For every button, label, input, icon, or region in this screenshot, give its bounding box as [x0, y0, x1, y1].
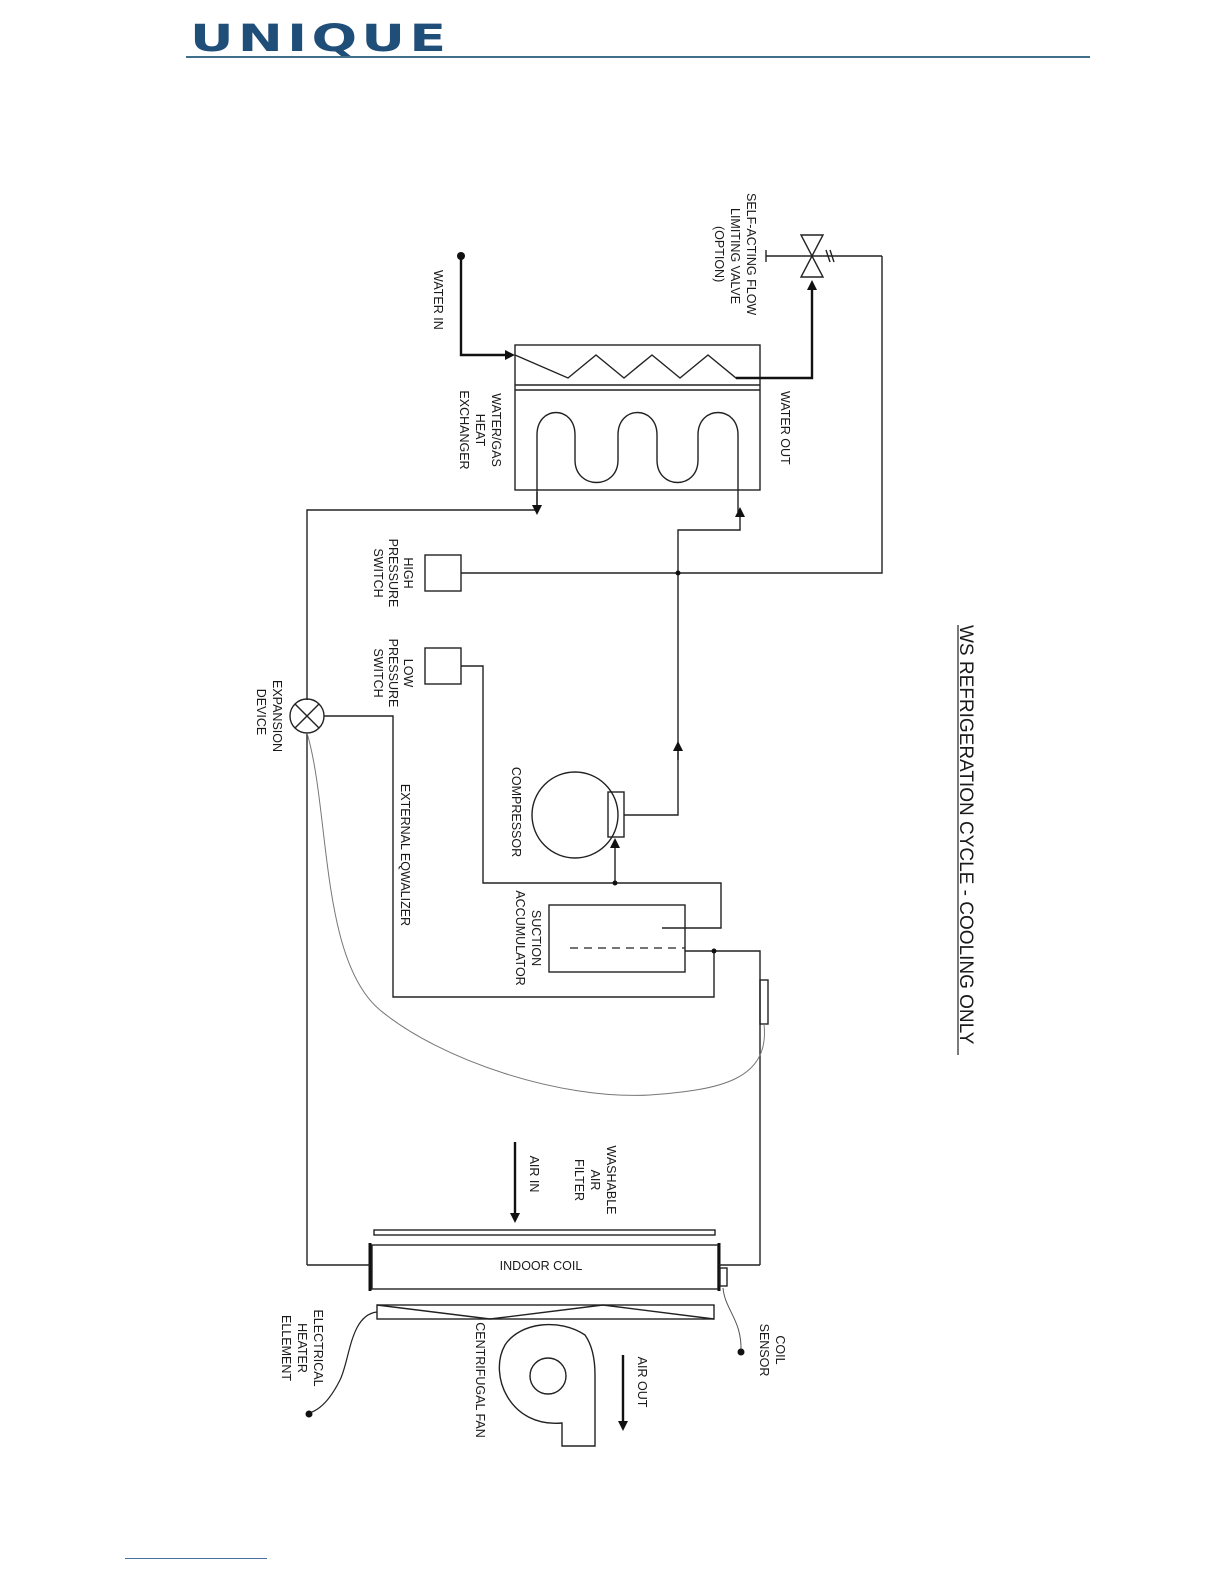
header-rule	[186, 56, 1090, 58]
external-equalizer-line	[324, 715, 715, 998]
svg-text:HEAT: HEAT	[473, 414, 487, 447]
suction-accumulator	[548, 904, 686, 973]
suction-node	[612, 880, 618, 886]
svg-text:SWITCH: SWITCH	[371, 548, 385, 597]
centrifugal-fan-label: CENTRIFUGAL FAN	[473, 1322, 487, 1438]
svg-text:PRESSURE: PRESSURE	[386, 639, 400, 708]
water-in-pipe	[459, 256, 515, 360]
centrifugal-fan-icon	[498, 1323, 596, 1447]
heater-label: ELECTRICAL HEATER ELLEMENT	[279, 1309, 325, 1386]
coil-sensor-icon	[719, 1267, 728, 1287]
svg-text:EXPANSION: EXPANSION	[270, 680, 284, 752]
heat-exchanger-label: WATER/GAS HEAT EXCHANGER	[457, 390, 503, 469]
air-in-label: AIR IN	[527, 1156, 541, 1193]
svg-text:ELLEMENT: ELLEMENT	[279, 1315, 293, 1381]
air-filter	[373, 1229, 716, 1236]
svg-text:AIR: AIR	[588, 1170, 602, 1191]
water-out-pipe	[736, 280, 817, 380]
capillary-tube	[306, 732, 765, 1096]
compressor-label: COMPRESSOR	[509, 767, 523, 857]
low-pressure-switch	[424, 647, 462, 685]
air-out-label: AIR OUT	[635, 1357, 649, 1408]
valve-sense-line	[461, 256, 883, 574]
svg-text:ACCUMULATOR: ACCUMULATOR	[513, 890, 527, 985]
valve-label: SELF-ACTING FLOW LIMITING VALVE (OPTION)	[712, 193, 758, 315]
coil-outlet-line	[685, 950, 761, 1265]
svg-text:SWITCH: SWITCH	[371, 648, 385, 697]
high-pressure-switch-label: HIGH PRESSURE SWITCH	[371, 539, 415, 608]
low-pressure-switch-label: LOW PRESSURE SWITCH	[371, 639, 415, 708]
coil-sensor-label: COIL SENSOR	[757, 1324, 787, 1377]
coil-sensor-wire	[722, 1287, 742, 1352]
liquid-line	[306, 500, 538, 700]
svg-text:PRESSURE: PRESSURE	[386, 539, 400, 608]
unique-logo: UNIQUE	[190, 17, 451, 60]
svg-text:LOW: LOW	[401, 659, 415, 688]
svg-text:EXCHANGER: EXCHANGER	[457, 390, 471, 469]
water-out-label: WATER OUT	[778, 391, 792, 465]
diagram-title: WS REFRIGERATION CYCLE - COOLING ONLY	[955, 625, 976, 1045]
equalizer-label: EXTERNAL EQWALIZER	[398, 784, 412, 926]
indoor-coil-label: INDOOR COIL	[500, 1259, 583, 1273]
svg-text:HEATER: HEATER	[295, 1323, 309, 1373]
svg-text:ELECTRICAL: ELECTRICAL	[311, 1309, 325, 1386]
suction-line	[461, 665, 722, 929]
indoor-coil	[368, 1243, 721, 1291]
expansion-device-label: EXPANSION DEVICE	[254, 680, 284, 752]
water-in-label: WATER IN	[431, 270, 445, 330]
svg-text:WATER/GAS: WATER/GAS	[489, 393, 503, 467]
svg-text:SUCTION: SUCTION	[529, 910, 543, 966]
heater-icon	[376, 1304, 715, 1320]
svg-text:(OPTION): (OPTION)	[712, 226, 726, 282]
expansion-device-icon	[289, 698, 325, 734]
heat-exchanger	[514, 344, 761, 512]
svg-text:HIGH: HIGH	[401, 557, 415, 588]
flow-valve-icon	[765, 234, 882, 278]
junction-node	[675, 570, 681, 576]
heater-node	[305, 1410, 313, 1418]
accumulator-node	[711, 948, 717, 954]
high-pressure-switch	[424, 554, 462, 592]
svg-text:COIL: COIL	[773, 1335, 787, 1364]
svg-text:FILTER: FILTER	[572, 1159, 586, 1201]
sensing-bulb	[759, 979, 769, 1025]
accumulator-label: SUCTION ACCUMULATOR	[513, 890, 543, 985]
svg-text:DEVICE: DEVICE	[254, 689, 268, 736]
discharge-line	[624, 507, 745, 816]
svg-text:SENSOR: SENSOR	[757, 1324, 771, 1377]
svg-text:SELF-ACTING FLOW: SELF-ACTING FLOW	[744, 193, 758, 315]
svg-text:LIMITING VALVE: LIMITING VALVE	[728, 208, 742, 304]
heater-wire	[308, 1311, 378, 1414]
svg-text:WASHABLE: WASHABLE	[604, 1145, 618, 1214]
coil-sensor-node	[737, 1348, 745, 1356]
compressor-icon	[531, 771, 625, 859]
air-filter-label: WASHABLE AIR FILTER	[572, 1145, 618, 1214]
footer-rule	[125, 1558, 267, 1559]
